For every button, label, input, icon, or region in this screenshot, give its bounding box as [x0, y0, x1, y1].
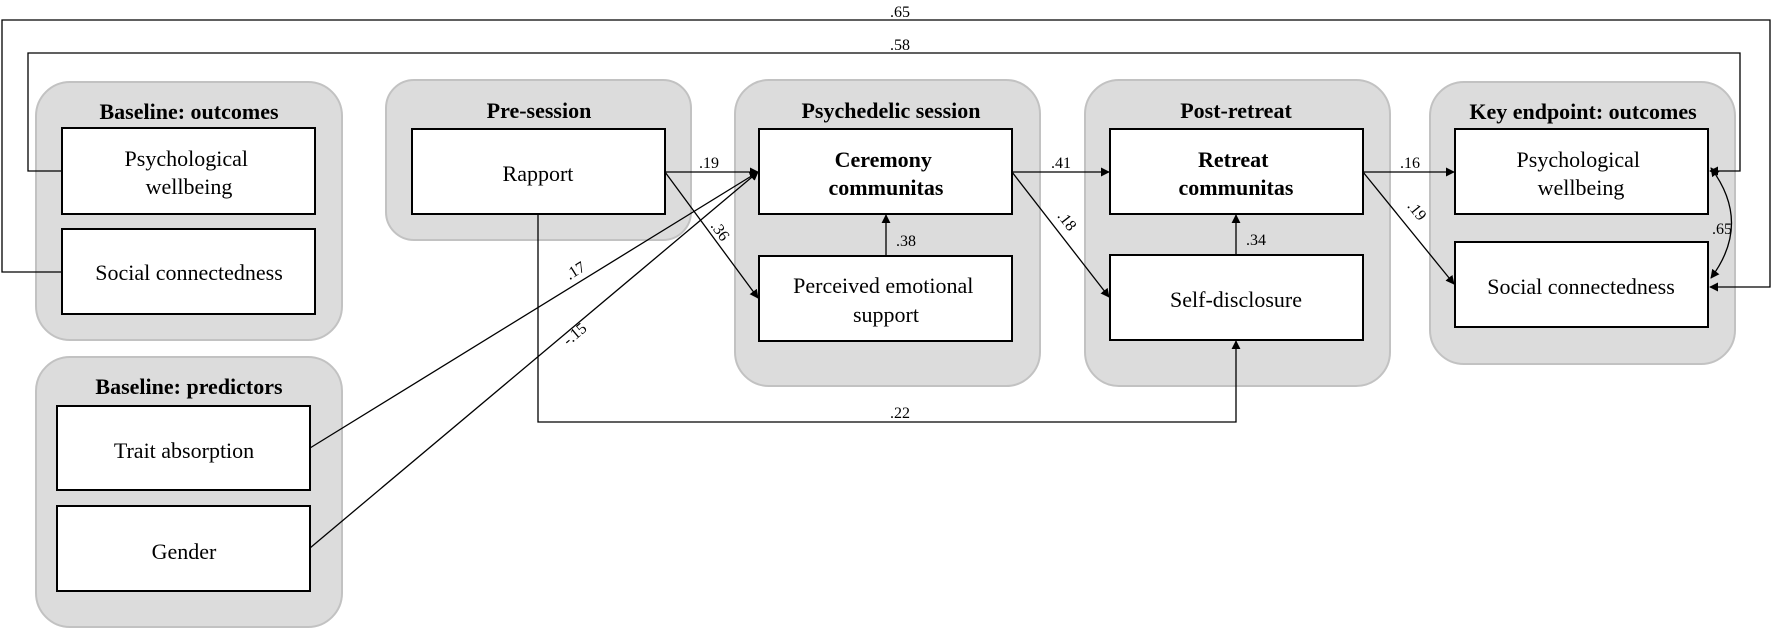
node-label-perceived-support: Perceived emotional support: [793, 273, 979, 327]
node-box-endpoint-wellbeing: [1454, 128, 1709, 215]
node-label-retreat-communitas: Retreat communitas: [1179, 147, 1294, 200]
coef-rapport-ceremony: .19: [699, 155, 719, 172]
coef-gender-ceremony: -.15: [560, 320, 590, 349]
node-box-perceived-support: [758, 255, 1013, 342]
path-social-stability: [1, 19, 1771, 292]
group-title-baseline-outcomes: Baseline: outcomes: [99, 99, 278, 124]
node-label-endpoint-social: Social connectedness: [1487, 274, 1675, 299]
node-box-baseline-social: [61, 228, 316, 315]
path-ceremony-disclosure: [1011, 171, 1110, 298]
path-wellbeing-stability: [27, 52, 1741, 176]
node-box-trait-absorption: [56, 405, 311, 491]
node-label-rapport: Rapport: [503, 161, 574, 186]
coef-rapport-support: .36: [707, 218, 733, 244]
path-rapport-disclosure: [537, 214, 1241, 423]
group-title-pre-session: Pre-session: [487, 98, 592, 123]
node-label-gender: Gender: [152, 539, 217, 564]
path-absorption-ceremony: [309, 171, 759, 449]
group-title-baseline-predictors: Baseline: predictors: [95, 374, 283, 399]
coef-wellbeing-stability: .58: [890, 37, 910, 54]
coef-disclosure-retreat: .34: [1246, 232, 1266, 249]
coef-support-ceremony: .38: [896, 233, 916, 250]
coef-retreat-social: .19: [1404, 198, 1430, 224]
group-title-key-endpoint: Key endpoint: outcomes: [1469, 99, 1697, 124]
node-label-baseline-wellbeing: Psychological wellbeing: [125, 146, 254, 199]
node-box-baseline-wellbeing: [61, 127, 316, 215]
coef-rapport-disclosure: .22: [890, 405, 910, 422]
group-title-psychedelic-session: Psychedelic session: [801, 98, 980, 123]
node-label-trait-absorption: Trait absorption: [114, 438, 254, 463]
path-rapport-support: [664, 171, 759, 299]
path-outcome-covariance: [1710, 167, 1733, 279]
node-box-gender: [56, 505, 311, 592]
node-label-self-disclosure: Self-disclosure: [1170, 287, 1302, 312]
node-label-ceremony-communitas: Ceremony communitas: [829, 147, 944, 200]
group-title-post-retreat: Post-retreat: [1180, 98, 1292, 123]
coef-ceremony-retreat: .41: [1051, 155, 1071, 172]
path-retreat-social: [1362, 171, 1455, 285]
path-gender-ceremony: [309, 171, 759, 549]
node-box-self-disclosure: [1109, 254, 1364, 341]
node-label-endpoint-wellbeing: Psychological wellbeing: [1517, 147, 1646, 200]
coef-absorption-ceremony: .17: [563, 259, 589, 284]
coef-retreat-wellbeing: .16: [1400, 155, 1420, 172]
coef-outcome-covariance: .65: [1712, 221, 1732, 238]
coef-social-stability: .65: [890, 4, 910, 21]
node-box-rapport: [411, 128, 666, 215]
node-label-baseline-social: Social connectedness: [95, 260, 283, 285]
node-box-retreat-communitas: [1109, 128, 1364, 215]
node-box-endpoint-social: [1454, 241, 1709, 328]
